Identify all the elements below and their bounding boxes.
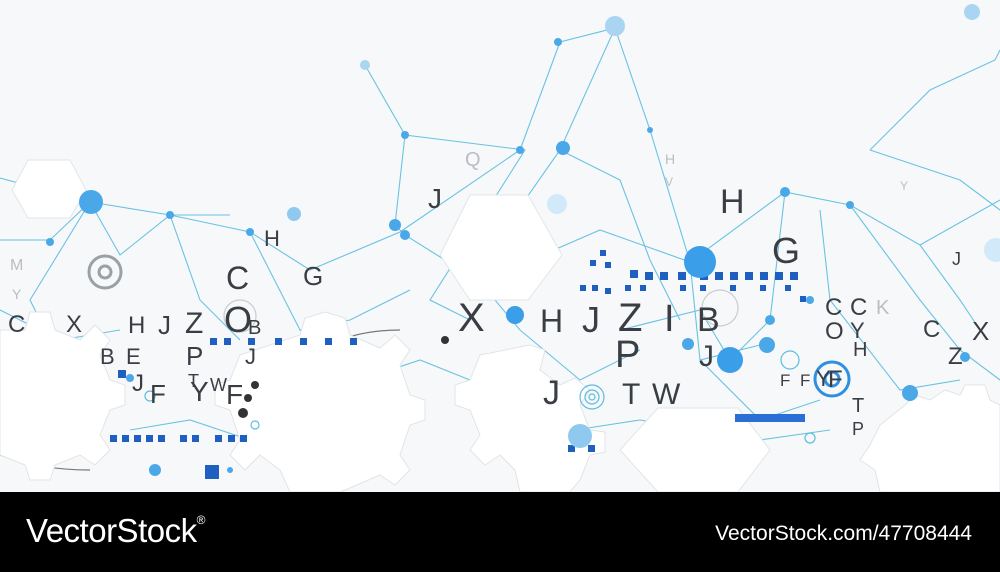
letter: G [772,230,801,271]
letter: F [150,379,166,409]
letter: H [853,339,868,361]
letter: J [543,374,560,412]
letter: J [952,249,961,269]
letter: Y [12,286,22,302]
letter: B [100,344,115,369]
letter: J [158,310,171,340]
letter: X [972,316,990,346]
letter: B [697,301,720,339]
letter: J [132,370,144,397]
letter: E [126,344,141,369]
letter: J [699,340,714,373]
letter: I [664,298,675,340]
letter: V [665,175,674,189]
letter: F [780,371,791,390]
letter: Z [185,307,204,340]
letter: P [186,341,204,371]
letter: X [66,311,83,338]
letter: Y [850,318,865,343]
blue-gear-icon [813,360,851,398]
letter: W [652,378,681,411]
letter: J [582,299,600,340]
hexagon-shapes [11,159,771,492]
watermark-footer [0,492,1000,572]
small-gear-icon [87,254,123,290]
letter: G [303,261,324,291]
gear-shapes [0,311,1000,492]
letter: B [248,317,262,339]
letter: K [876,297,890,319]
tech-network-illustration: J Q H H C G G X H J Z I B C C O Y K H C … [0,0,1000,492]
letter: P [615,334,641,376]
letter: Q [465,149,481,171]
letter: T [188,371,199,391]
letter: C [226,260,250,296]
letter: H [128,312,146,339]
grey-outline-circles [223,289,739,333]
letter: O [224,299,253,340]
letter: J [245,344,256,369]
network-graphic [0,4,1000,492]
letter: Z [618,296,643,340]
letter: X [458,296,485,340]
watermark-brand-text: VectorStock [26,512,197,549]
letter: T [852,395,865,417]
letter: Y [900,179,909,193]
letter: P [852,419,865,439]
registered-mark: ® [196,513,206,527]
letter: H [720,183,745,221]
watermark-stock-id: VectorStock.com/47708444 [715,522,972,545]
letter: F [800,371,811,390]
watermark-brand: VectorStock® [26,514,205,547]
letter: C [825,294,843,321]
letter: C [850,294,868,321]
letter: Z [948,343,963,370]
letter: H [665,151,676,167]
letter: H [264,226,280,251]
letter: C [923,316,941,343]
letter: J [428,183,442,214]
letter: F [828,366,843,393]
letter: T [622,378,641,411]
letter: C [8,311,26,338]
letter: H [540,303,564,339]
letter: Y [190,376,209,407]
letter: M [10,257,24,274]
letter: W [210,375,227,395]
network-nodes [46,4,1000,476]
letter: O [825,318,844,345]
target-circles [144,350,816,444]
letter: F [226,379,244,410]
letter: Y [816,366,831,391]
